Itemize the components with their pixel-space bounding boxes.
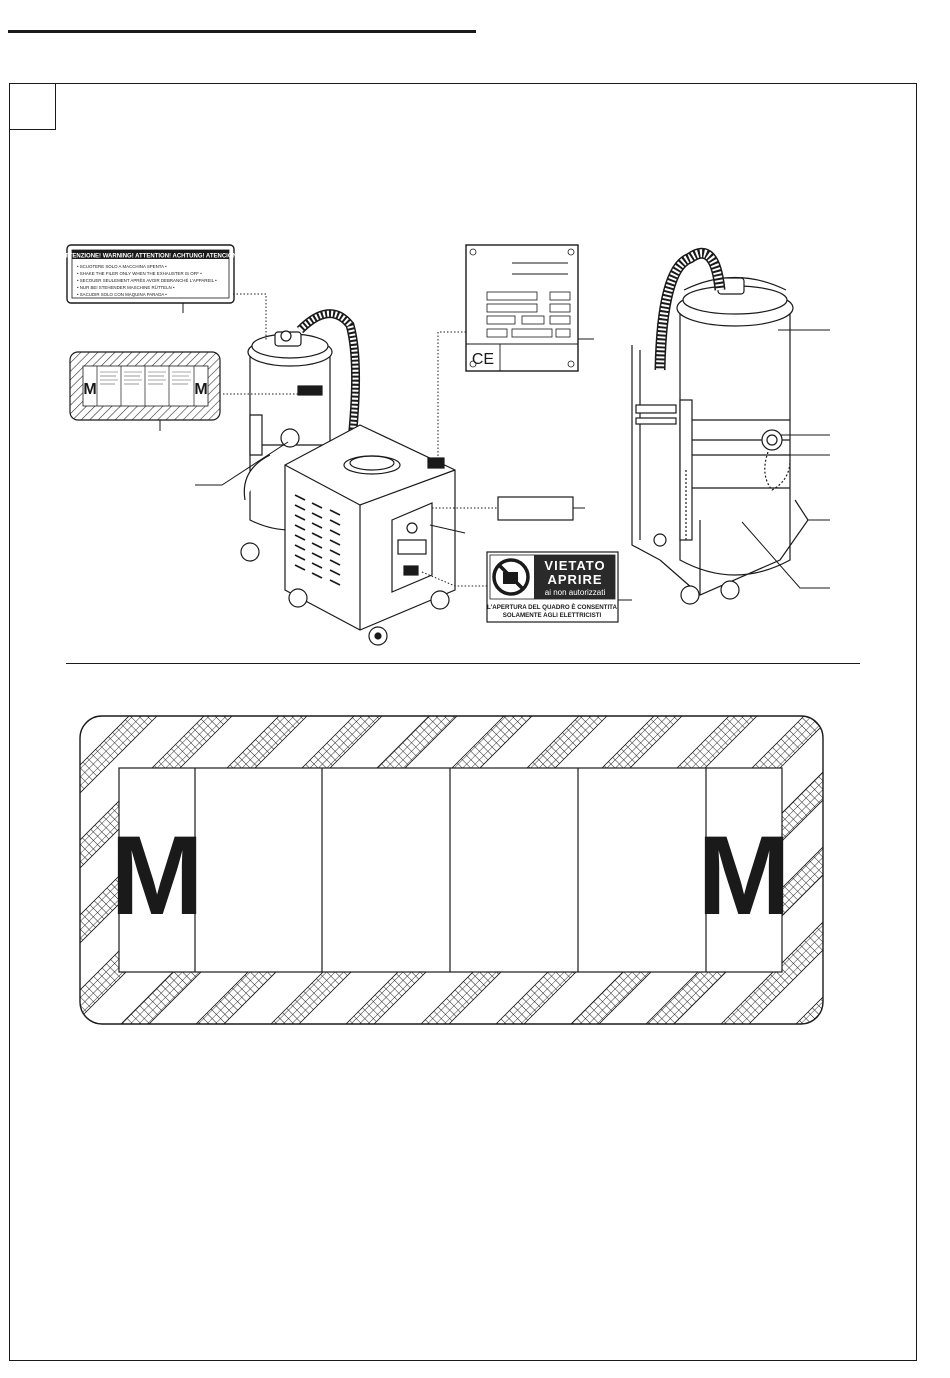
leader-dotted [223, 293, 498, 587]
figure-number-box [9, 83, 56, 130]
hatch-stripe [80, 716, 174, 1024]
hatch-stripe [714, 716, 823, 1024]
section-divider [66, 663, 860, 664]
hatch-stripe [865, 700, 950, 1030]
ce-mark: CE [472, 351, 494, 368]
filter-tank-detail [631, 247, 809, 605]
warning-label-line: • SACUDIR SOLO CON MAQUINA PARADA • [77, 292, 167, 297]
hatch-stripe [0, 700, 23, 1030]
blank-tag [497, 496, 574, 521]
sign-subtitle: ai non autorizzati [545, 588, 606, 597]
sign-aprire: APRIRE [547, 572, 602, 587]
large-m-right: M [697, 813, 790, 938]
large-m-left: M [110, 813, 203, 938]
small-m-left: M [83, 381, 96, 398]
sign-footer-2: SOLAMENTE AGLI ELETTRICISTI [503, 612, 602, 619]
warning-label-line: • SHAKE THE FILER ONLY WHEN THE EXHAUSTE… [77, 271, 202, 276]
small-m-label: M M [69, 351, 221, 431]
nameplate: CE [465, 244, 579, 372]
header-rule [8, 30, 476, 33]
hatch-stripe [940, 700, 950, 1030]
page-frame [9, 83, 917, 1361]
warning-label-line: • SCUOTERE SOLO A MACCHINA SPENTA • [77, 264, 167, 269]
sign-vietato: VIETATO [544, 558, 605, 573]
warning-label-line: • SECOUER SEULEMENT APRÈS AVOIR DEBRANCH… [77, 278, 217, 283]
large-m-label: M M [0, 700, 950, 1030]
small-m-right: M [194, 381, 207, 398]
sign-footer-1: L'APERTURA DEL QUADRO È CONSENTITA [487, 603, 617, 611]
vacuum-unit-illustration [240, 309, 456, 646]
detail-leaders [741, 329, 830, 589]
warning-label: ATTENZIONE! WARNING! ATTENTION! ACHTUNG!… [61, 244, 239, 313]
warning-label-line: • NUR BEI STEHENDER MASCHINE RÜTTELN • [77, 285, 175, 290]
warning-label-header: ATTENZIONE! WARNING! ATTENTION! ACHTUNG!… [61, 254, 239, 260]
prohibition-sign: VIETATO APRIRE ai non autorizzati L'APER… [486, 551, 619, 623]
